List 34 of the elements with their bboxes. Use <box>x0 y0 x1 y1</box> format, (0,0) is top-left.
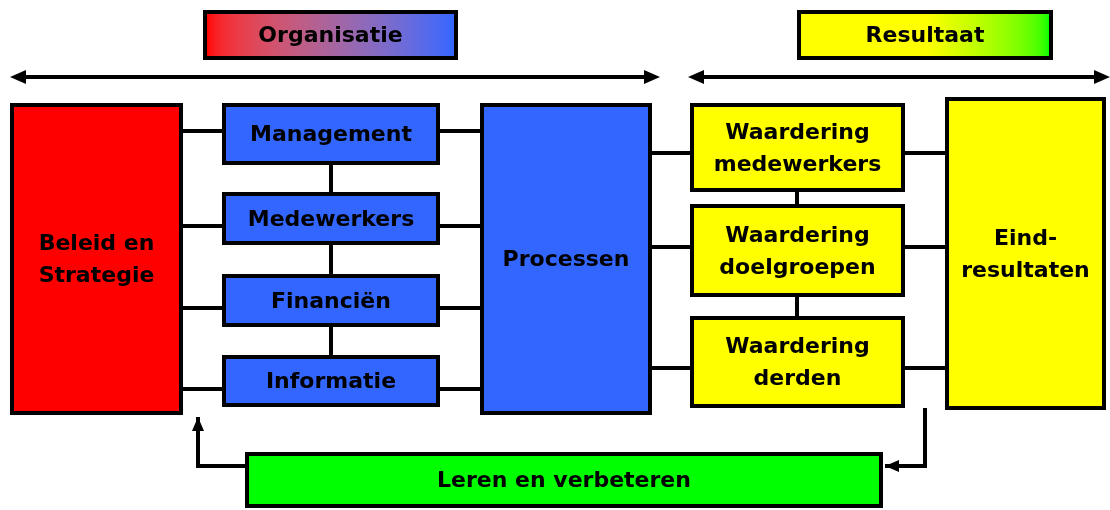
connector-line <box>440 306 480 310</box>
connector-line <box>652 366 690 370</box>
connector-line <box>795 192 799 204</box>
connector-line <box>652 245 690 249</box>
process-box: Informatie <box>222 355 440 407</box>
connector-line <box>905 245 945 249</box>
process-box: Medewerkers <box>222 192 440 245</box>
feedback-box: Leren en verbeteren <box>245 452 883 508</box>
process-box: Waardering doelgroepen <box>690 204 905 297</box>
connector-line <box>440 224 480 228</box>
connector-line <box>329 327 333 355</box>
connector-line <box>183 306 222 310</box>
connector-line <box>329 165 333 192</box>
connector-line <box>329 245 333 274</box>
process-box: Processen <box>480 103 652 415</box>
connector-line <box>440 387 480 391</box>
arrow <box>885 408 927 472</box>
connector-line <box>183 224 222 228</box>
header-box: Organisatie <box>203 10 458 60</box>
process-box: Waardering derden <box>690 316 905 408</box>
connector-line <box>440 129 480 133</box>
header-box: Resultaat <box>797 10 1053 60</box>
process-box: Eind-resultaten <box>945 97 1106 410</box>
connector-line <box>183 387 222 391</box>
process-box: Waardering medewerkers <box>690 103 905 192</box>
arrow <box>192 417 245 468</box>
process-box: Financiën <box>222 274 440 327</box>
connector-line <box>905 366 945 370</box>
process-box: Management <box>222 103 440 165</box>
connector-line <box>652 151 690 155</box>
connector-line <box>183 129 222 133</box>
process-box: Beleid en Strategie <box>10 103 183 415</box>
connector-line <box>905 151 945 155</box>
connector-line <box>795 297 799 316</box>
